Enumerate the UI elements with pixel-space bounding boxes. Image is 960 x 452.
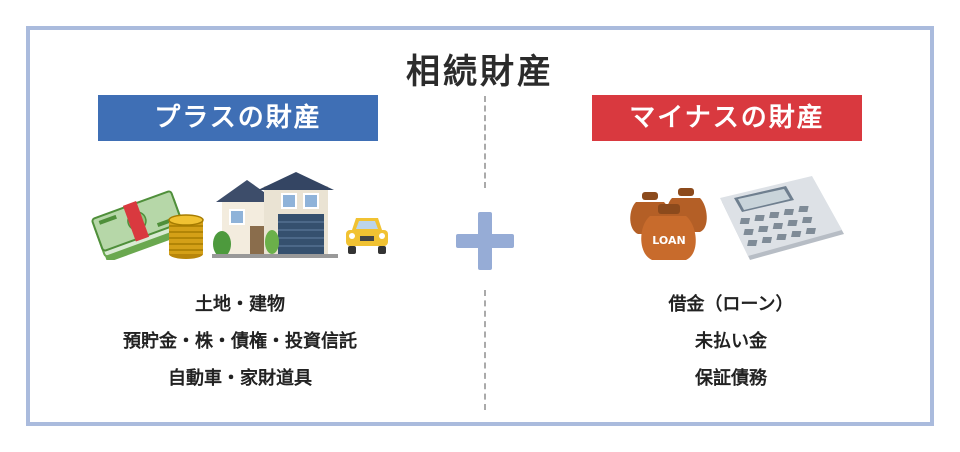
cash-bundle-icon xyxy=(91,190,186,260)
plus-assets-heading: プラスの財産 xyxy=(98,95,378,141)
loan-label: LOAN xyxy=(652,234,685,247)
minus-assets-list: 借金（ローン） 未払い金 保証債務 xyxy=(596,286,866,397)
plus-icon xyxy=(456,212,514,270)
car-icon xyxy=(346,218,388,254)
list-item: 自動車・家財道具 xyxy=(168,368,312,389)
center-divider-bottom xyxy=(484,290,486,410)
minus-assets-heading: マイナスの財産 xyxy=(592,95,862,141)
money-bags-icon: LOAN xyxy=(630,188,707,260)
list-item: 借金（ローン） xyxy=(668,294,794,315)
page-title: 相続財産 xyxy=(406,52,554,92)
house-icon xyxy=(212,172,338,258)
list-item: 保証債務 xyxy=(695,368,767,389)
coin-stack-icon xyxy=(168,214,204,259)
list-item: 預貯金・株・債権・投資信託 xyxy=(123,331,357,352)
center-divider-top xyxy=(484,96,486,188)
plus-assets-list: 土地・建物 預貯金・株・債権・投資信託 自動車・家財道具 xyxy=(90,286,390,397)
calculator-icon xyxy=(720,176,844,260)
list-item: 土地・建物 xyxy=(195,294,285,315)
list-item: 未払い金 xyxy=(695,331,767,352)
